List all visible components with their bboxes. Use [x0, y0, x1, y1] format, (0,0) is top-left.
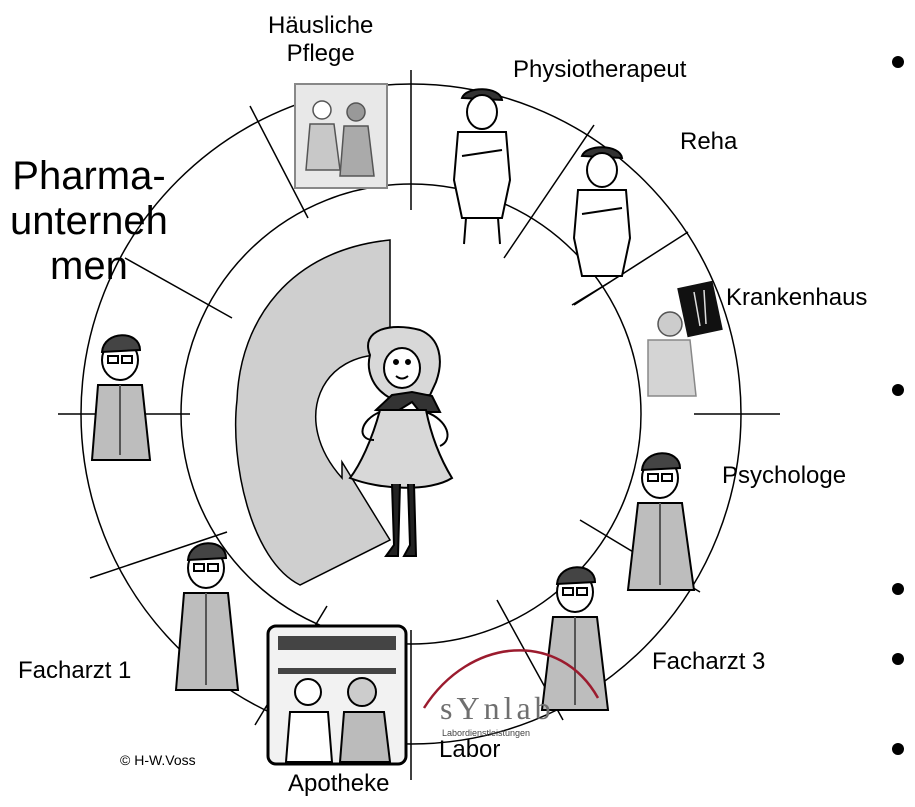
label-pharmaunternehmen: Pharma- unterneh men — [10, 154, 168, 288]
label-haeusliche-pflege-line2: Pflege — [286, 39, 355, 67]
bullet-3 — [892, 583, 904, 595]
doctor-figure-left — [90, 334, 152, 461]
doctor-figure-lower-left — [174, 542, 240, 691]
bullet-1 — [892, 56, 904, 68]
label-pharma-line2: unterneh — [10, 198, 168, 243]
label-facharzt-3: Facharzt 3 — [652, 648, 766, 675]
doctor-figure-lower-right — [540, 566, 610, 711]
label-apotheke: Apotheke — [288, 770, 390, 797]
label-pharma-line3: men — [50, 243, 128, 288]
label-krankenhaus: Krankenhaus — [726, 284, 868, 311]
bullet-4 — [892, 653, 904, 665]
pharmacy-picture — [266, 624, 408, 766]
doctor-figure-right — [626, 452, 696, 591]
home-care-picture — [294, 83, 388, 189]
physiotherapist-figure — [452, 88, 512, 245]
hospital-picture — [647, 280, 723, 397]
label-facharzt-1: Facharzt 1 — [18, 657, 132, 684]
label-haeusliche-pflege: Häusliche Pflege — [268, 12, 373, 67]
label-pharma-line1: Pharma- — [12, 154, 166, 198]
label-psychologe: Psychologe — [722, 462, 847, 489]
bullet-2 — [892, 384, 904, 396]
label-labor: Labor — [439, 736, 501, 763]
rehab-therapist-figure — [572, 146, 632, 277]
label-physiotherapeut: Physiotherapeut — [513, 56, 687, 83]
copyright-note: © H-W.Voss — [120, 752, 196, 768]
label-haeusliche-pflege-line1: Häusliche — [268, 12, 374, 39]
logo-arc — [422, 649, 600, 709]
patient-figure — [348, 326, 454, 557]
bullet-5 — [892, 743, 904, 755]
synlab-logo-tagline: Labordienstleistungen — [442, 728, 531, 738]
synlab-logo-text: sYnlab — [440, 690, 555, 726]
label-reha: Reha — [680, 128, 738, 155]
flow-arrow — [234, 239, 392, 586]
